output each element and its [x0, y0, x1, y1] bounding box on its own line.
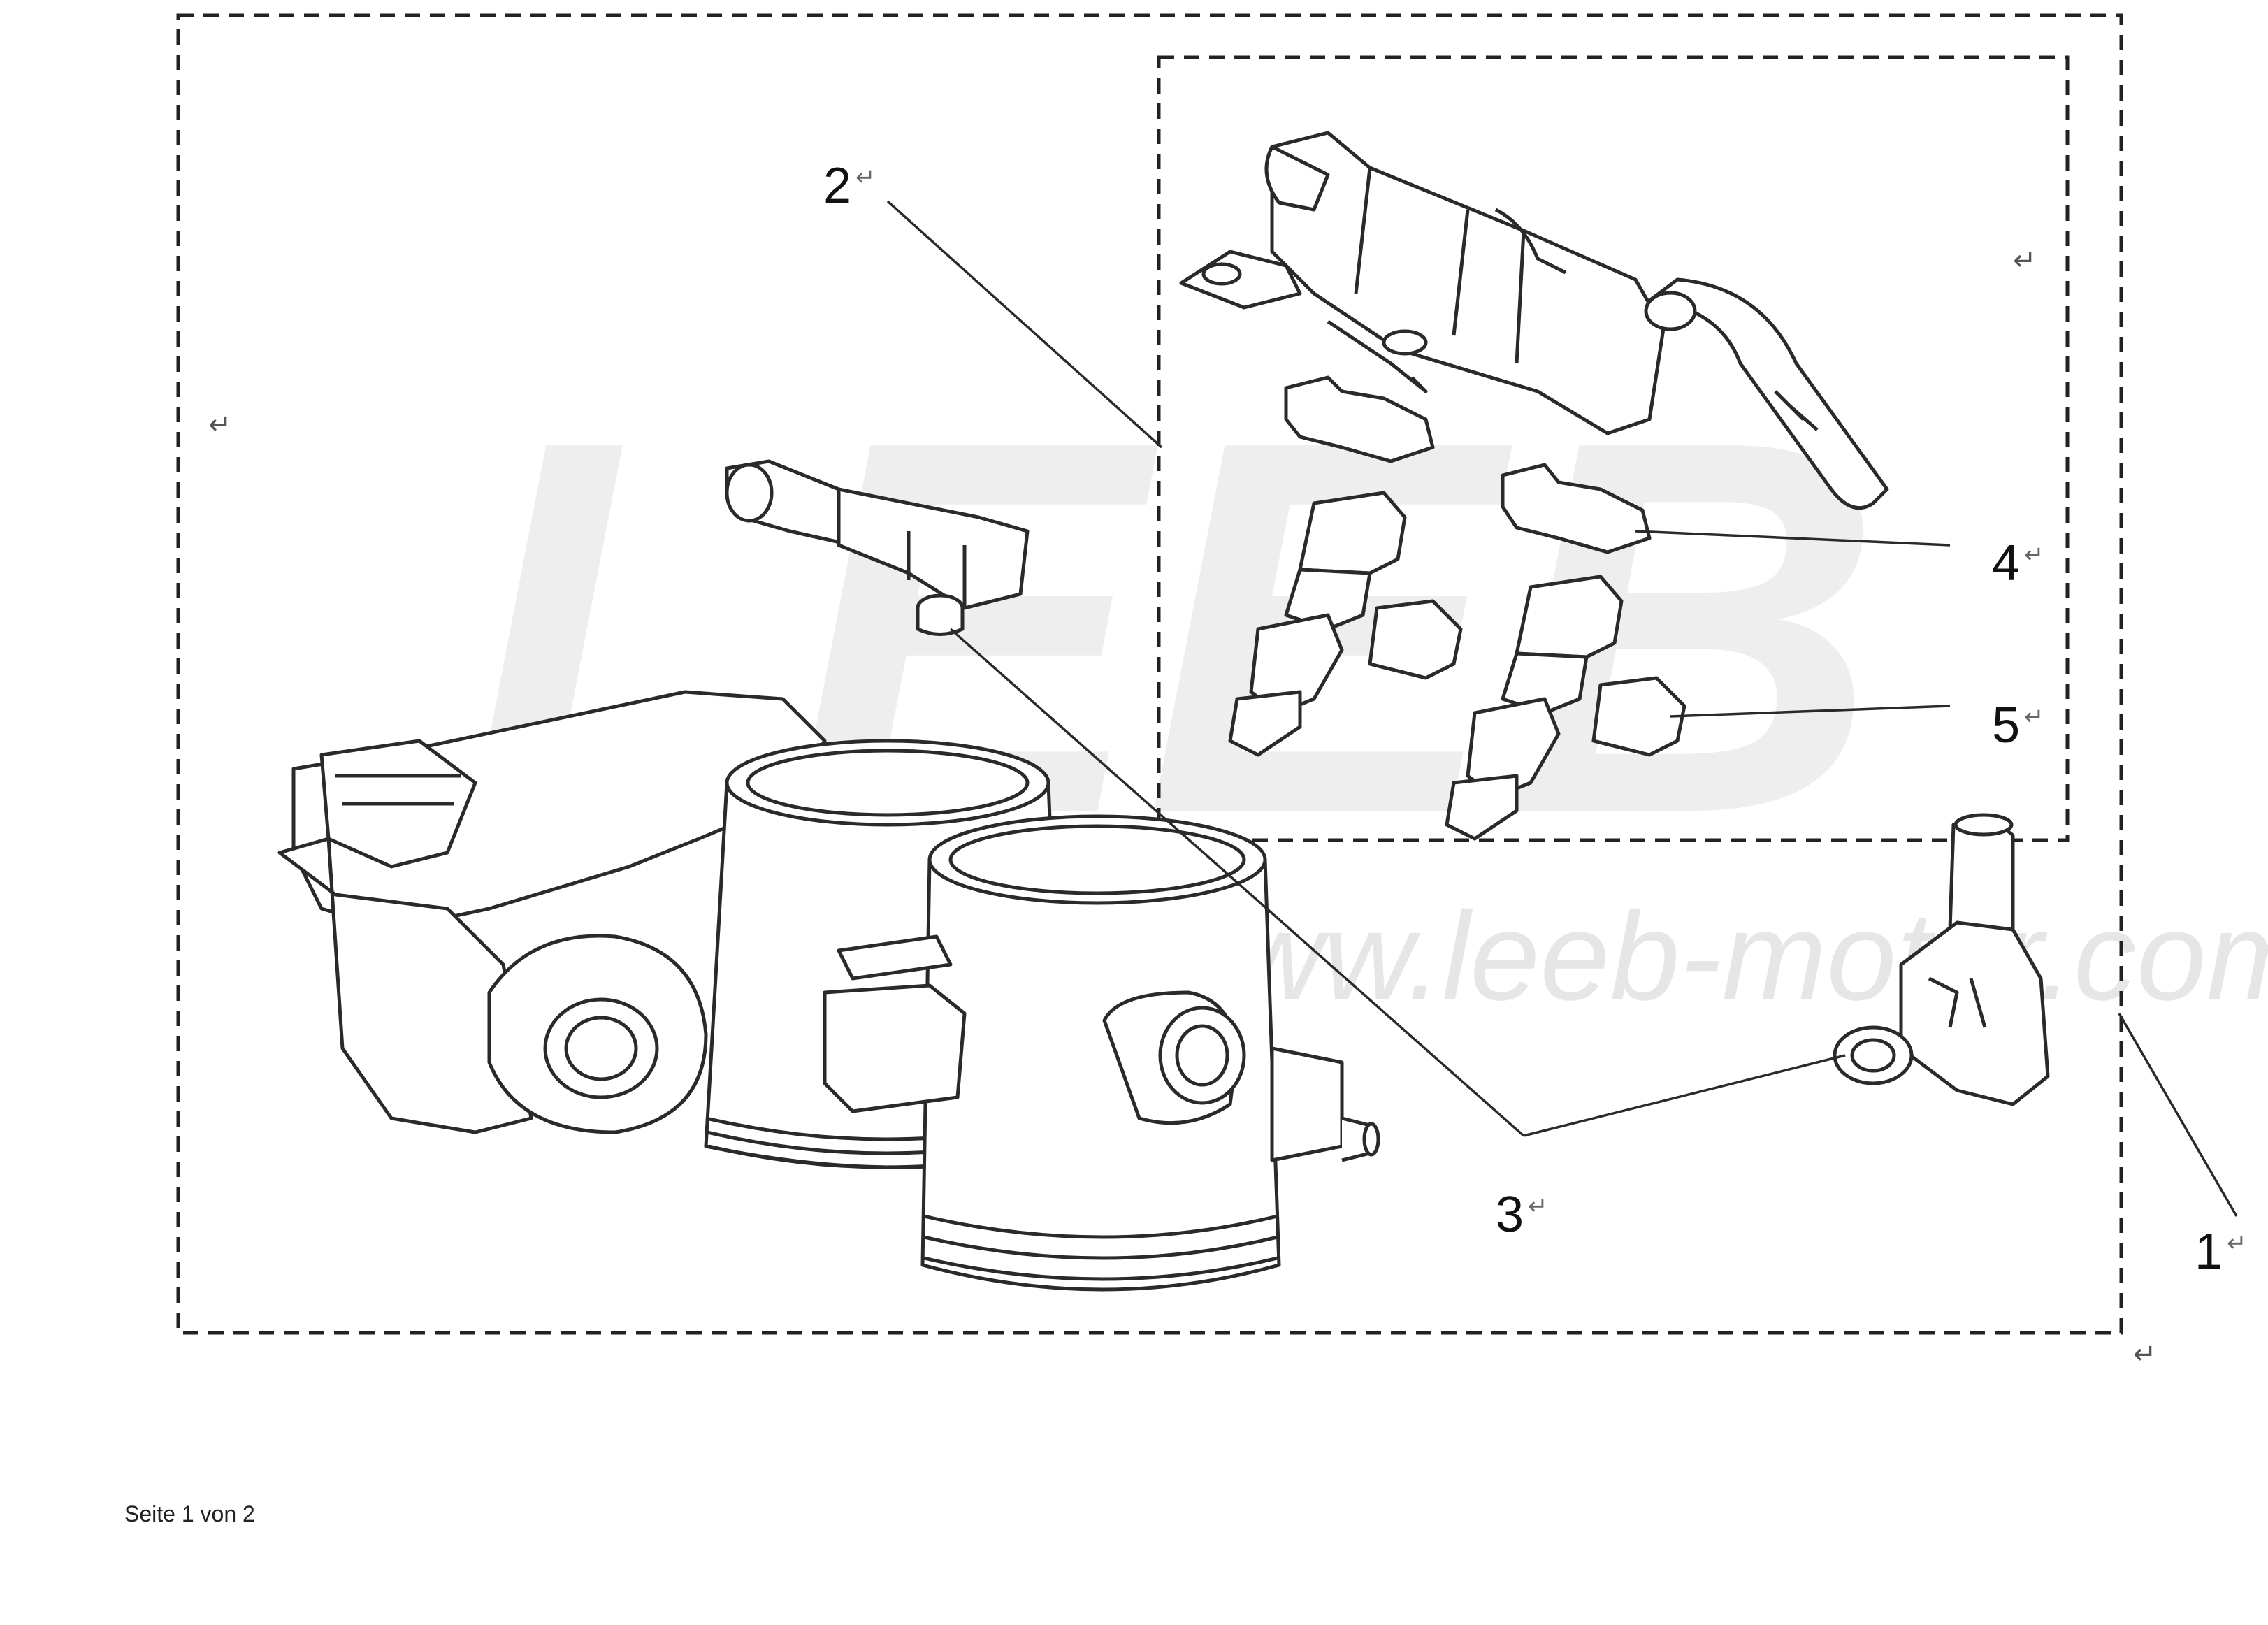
callout-number: 5: [1992, 698, 2021, 753]
return-mark: ↵: [855, 164, 876, 191]
leader-lines: [886, 200, 2238, 1217]
leader-line-5: [1670, 705, 1951, 718]
leader-line-4: [1635, 530, 1951, 547]
fuel-injector-right: [1445, 463, 1686, 841]
assembly-outline: [176, 13, 2123, 1335]
callout-number: 1: [2195, 1224, 2223, 1280]
callout-2: 2↵: [823, 161, 876, 211]
return-mark: ↵: [2024, 542, 2044, 568]
fuel-rail: [1179, 131, 1889, 510]
leader-line-3b: [1523, 1054, 1846, 1137]
return-mark: ↵: [2024, 704, 2044, 730]
page-indicator: Seite 1 von 2: [124, 1501, 255, 1526]
return-mark: ↵: [2227, 1230, 2247, 1257]
callout-4: 4↵: [1992, 538, 2044, 588]
leader-line-3a: [949, 628, 1525, 1137]
return-mark-bottom: ↵: [2133, 1338, 2157, 1371]
leader-line-1: [2118, 1013, 2238, 1217]
return-mark: ↵: [1528, 1193, 1548, 1220]
injector-group-outline: [1157, 55, 2070, 842]
intake-pressure-sensor: [725, 459, 1030, 636]
leader-line-2: [886, 200, 1163, 449]
fuel-injector-left: [1228, 375, 1463, 757]
return-mark-inner: ↵: [2013, 245, 2037, 277]
watermark-url: www.leeb-motor.com: [1141, 886, 2268, 1027]
callout-3: 3↵: [1496, 1190, 1548, 1240]
callout-5: 5↵: [1992, 700, 2044, 751]
return-mark-left: ↵: [208, 409, 232, 441]
callout-number: 4: [1992, 535, 2021, 591]
throttle-body: [277, 690, 1380, 1292]
callout-number: 3: [1496, 1187, 1524, 1243]
callout-number: 2: [823, 158, 852, 214]
throttle-position-sensor: [1833, 813, 2050, 1106]
callout-1: 1↵: [2195, 1227, 2247, 1277]
